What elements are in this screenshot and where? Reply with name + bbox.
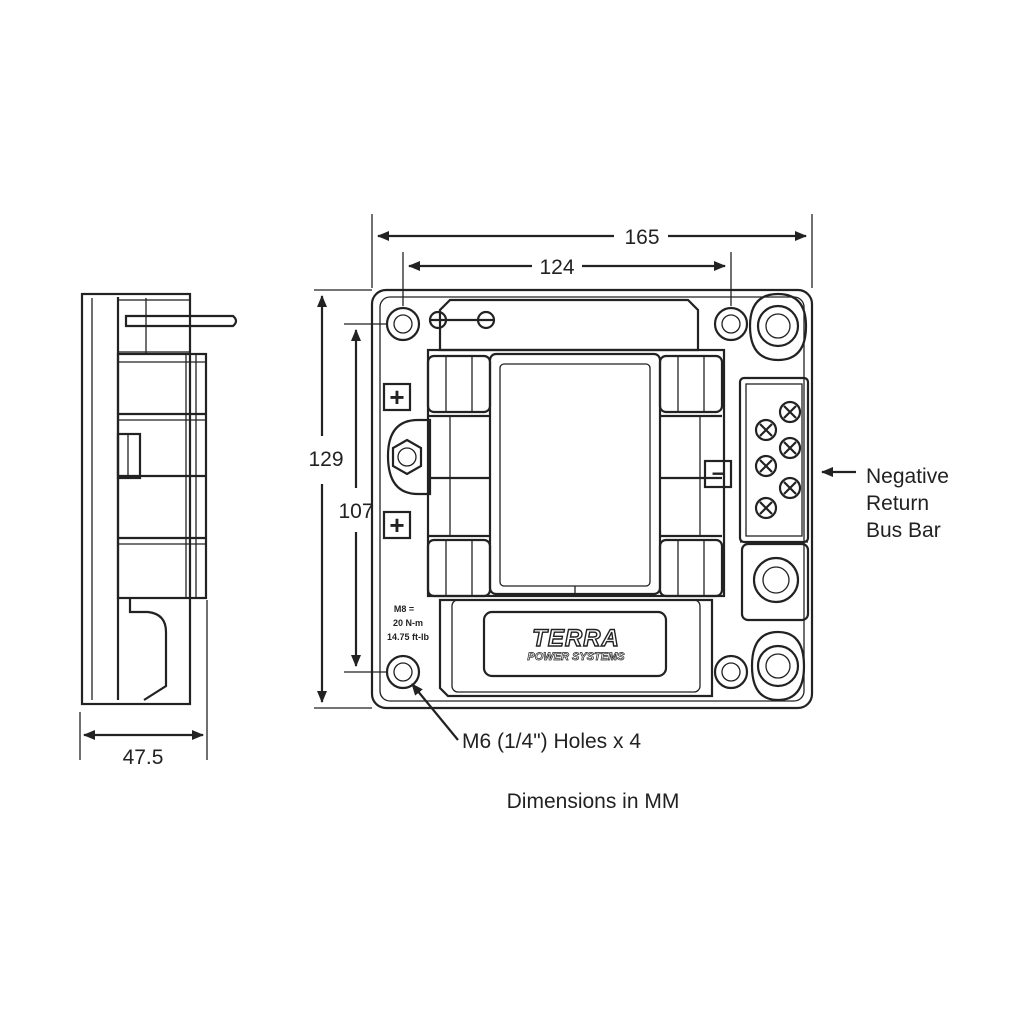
minus-symbol: − xyxy=(703,459,733,489)
holes-callout-label: M6 (1/4") Holes x 4 xyxy=(462,730,641,753)
torque-line-3: 14.75 ft-lb xyxy=(387,632,430,642)
width-overall-dimension: 165 xyxy=(371,214,813,288)
width-overall-label: 165 xyxy=(624,226,659,249)
stud-bottom-right xyxy=(750,630,806,702)
bus-bar-screw xyxy=(754,496,778,520)
depth-label: 47.5 xyxy=(123,746,164,769)
bus-bar-screw xyxy=(754,454,778,478)
bus-bar-screw xyxy=(778,436,802,460)
bus-bar-callout-line-1: Negative xyxy=(866,465,949,488)
holes-callout: M6 (1/4") Holes x 4 xyxy=(411,683,641,753)
mounting-hole xyxy=(713,654,749,690)
front-view: + + − xyxy=(370,288,814,710)
width-holes-label: 124 xyxy=(539,256,574,279)
height-holes-label: 107 xyxy=(338,500,373,523)
mounting-hole xyxy=(385,306,421,342)
bus-bar-callout: Negative Return Bus Bar xyxy=(821,465,949,542)
torque-line-2: 20 N-m xyxy=(393,618,423,628)
units-note: Dimensions in MM xyxy=(507,790,680,813)
bus-bar-callout-line-2: Return xyxy=(866,492,929,515)
bus-bar-screw xyxy=(778,476,802,500)
stud-middle-right xyxy=(740,542,810,622)
torque-line-1: M8 = xyxy=(394,604,414,614)
plus-symbol-bottom: + xyxy=(382,510,412,540)
fuse-clip-left xyxy=(426,354,492,598)
depth-dimension: 47.5 xyxy=(79,600,208,769)
width-holes-dimension: 124 xyxy=(402,252,732,306)
brand-tagline: POWER SYSTEMS xyxy=(527,651,625,663)
fuse-clip-right xyxy=(658,354,724,598)
bus-bar-screw xyxy=(778,400,802,424)
negative-bus-bar xyxy=(738,376,810,544)
bus-bar-screw xyxy=(754,418,778,442)
side-view xyxy=(80,292,238,706)
svg-text:+: + xyxy=(389,510,404,540)
svg-text:+: + xyxy=(389,382,404,412)
stud-top-right xyxy=(748,292,808,362)
brand-logo: TERRA xyxy=(532,625,620,652)
mounting-hole xyxy=(713,306,749,342)
height-holes-dimension: 107 xyxy=(338,323,386,673)
positive-stud xyxy=(386,418,432,496)
height-overall-label: 129 xyxy=(308,448,343,471)
bus-bar-callout-line-3: Bus Bar xyxy=(866,519,941,542)
plus-symbol-top: + xyxy=(382,382,412,412)
height-overall-dimension: 129 xyxy=(308,289,372,709)
mounting-hole xyxy=(385,654,421,690)
svg-text:−: − xyxy=(712,461,725,486)
